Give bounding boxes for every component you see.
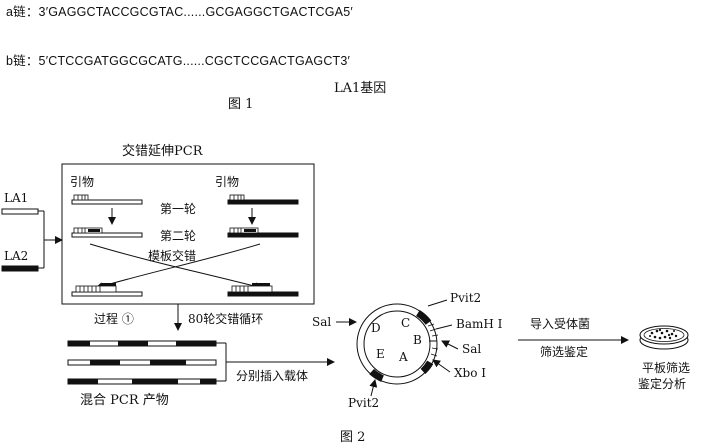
- pvit2-top-label: Pvit2: [450, 291, 482, 305]
- region-b-label: B: [413, 333, 422, 347]
- mixed-products-label: 混合 PCR 产物: [80, 393, 169, 408]
- plasmid: [356, 303, 439, 385]
- insert-vector-label: 分别插入载体: [236, 369, 309, 383]
- screen-label: 筛选鉴定: [540, 345, 589, 359]
- pvit2-bottom-pointer: [369, 379, 378, 397]
- strand-a-sequence: a链：3′GAGGCTACCGCGTAC......GCGAGGCTGACTCG…: [6, 5, 353, 19]
- round-1-label: 第一轮: [160, 202, 197, 216]
- left-template-round1: [71, 194, 143, 205]
- strand-b-sequence: b链：5′CTCCGATGGCGCATG......CGCTCCGACTGAGC…: [6, 54, 351, 68]
- cycles-label: 80轮交错循环: [188, 312, 264, 326]
- plate-label-2: 鉴定分析: [638, 377, 687, 391]
- region-c-label: C: [401, 316, 411, 330]
- bamhi-leader: [435, 324, 453, 330]
- round-2-label: 第二轮: [160, 229, 197, 243]
- mixed-products: [67, 340, 217, 385]
- pvit2-top-leader: [427, 299, 448, 307]
- region-e-label: E: [376, 347, 385, 361]
- pvit2-bottom-label: Pvit2: [348, 396, 380, 410]
- switch-curve-left: [95, 243, 261, 290]
- xboi-pointer: [432, 359, 451, 373]
- products-bracket: [216, 342, 335, 382]
- plate-label: 平板筛选: [642, 361, 691, 375]
- xboi-label: Xbo I: [454, 366, 487, 380]
- right-template-switched: [227, 283, 299, 297]
- template-switch-label: 模板交错: [148, 249, 197, 263]
- la1-bar: [1, 208, 39, 215]
- bamhi-label: BamH I: [456, 317, 503, 331]
- sal-right-pointer: [441, 340, 459, 350]
- pcr-box: [61, 163, 315, 305]
- figure-1-caption: 图 1: [228, 97, 254, 112]
- right-template-round1: [227, 194, 299, 205]
- left-template-switched: [71, 283, 143, 297]
- la1-label: LA1: [4, 191, 29, 205]
- primer-right-label: 引物: [215, 175, 240, 189]
- region-d-label: D: [371, 321, 381, 335]
- sal-right-label: Sal: [462, 342, 482, 356]
- la2-bar: [1, 265, 39, 272]
- petri-dish-icon: [639, 325, 689, 350]
- gene-label: LA1基因: [334, 81, 387, 96]
- figure-2-caption: 图 2: [340, 430, 366, 445]
- right-template-round2: [227, 227, 299, 238]
- left-template-round2: [71, 227, 143, 238]
- process-1-label: 过程 ①: [94, 312, 134, 326]
- pcr-box-title: 交错延伸PCR: [122, 144, 203, 159]
- input-bracket: [38, 210, 63, 269]
- region-a-label: A: [399, 350, 408, 364]
- sal-left-label: Sal: [312, 315, 332, 329]
- transform-label: 导入受体菌: [530, 317, 591, 331]
- la2-label: LA2: [4, 249, 29, 263]
- primer-left-label: 引物: [70, 175, 95, 189]
